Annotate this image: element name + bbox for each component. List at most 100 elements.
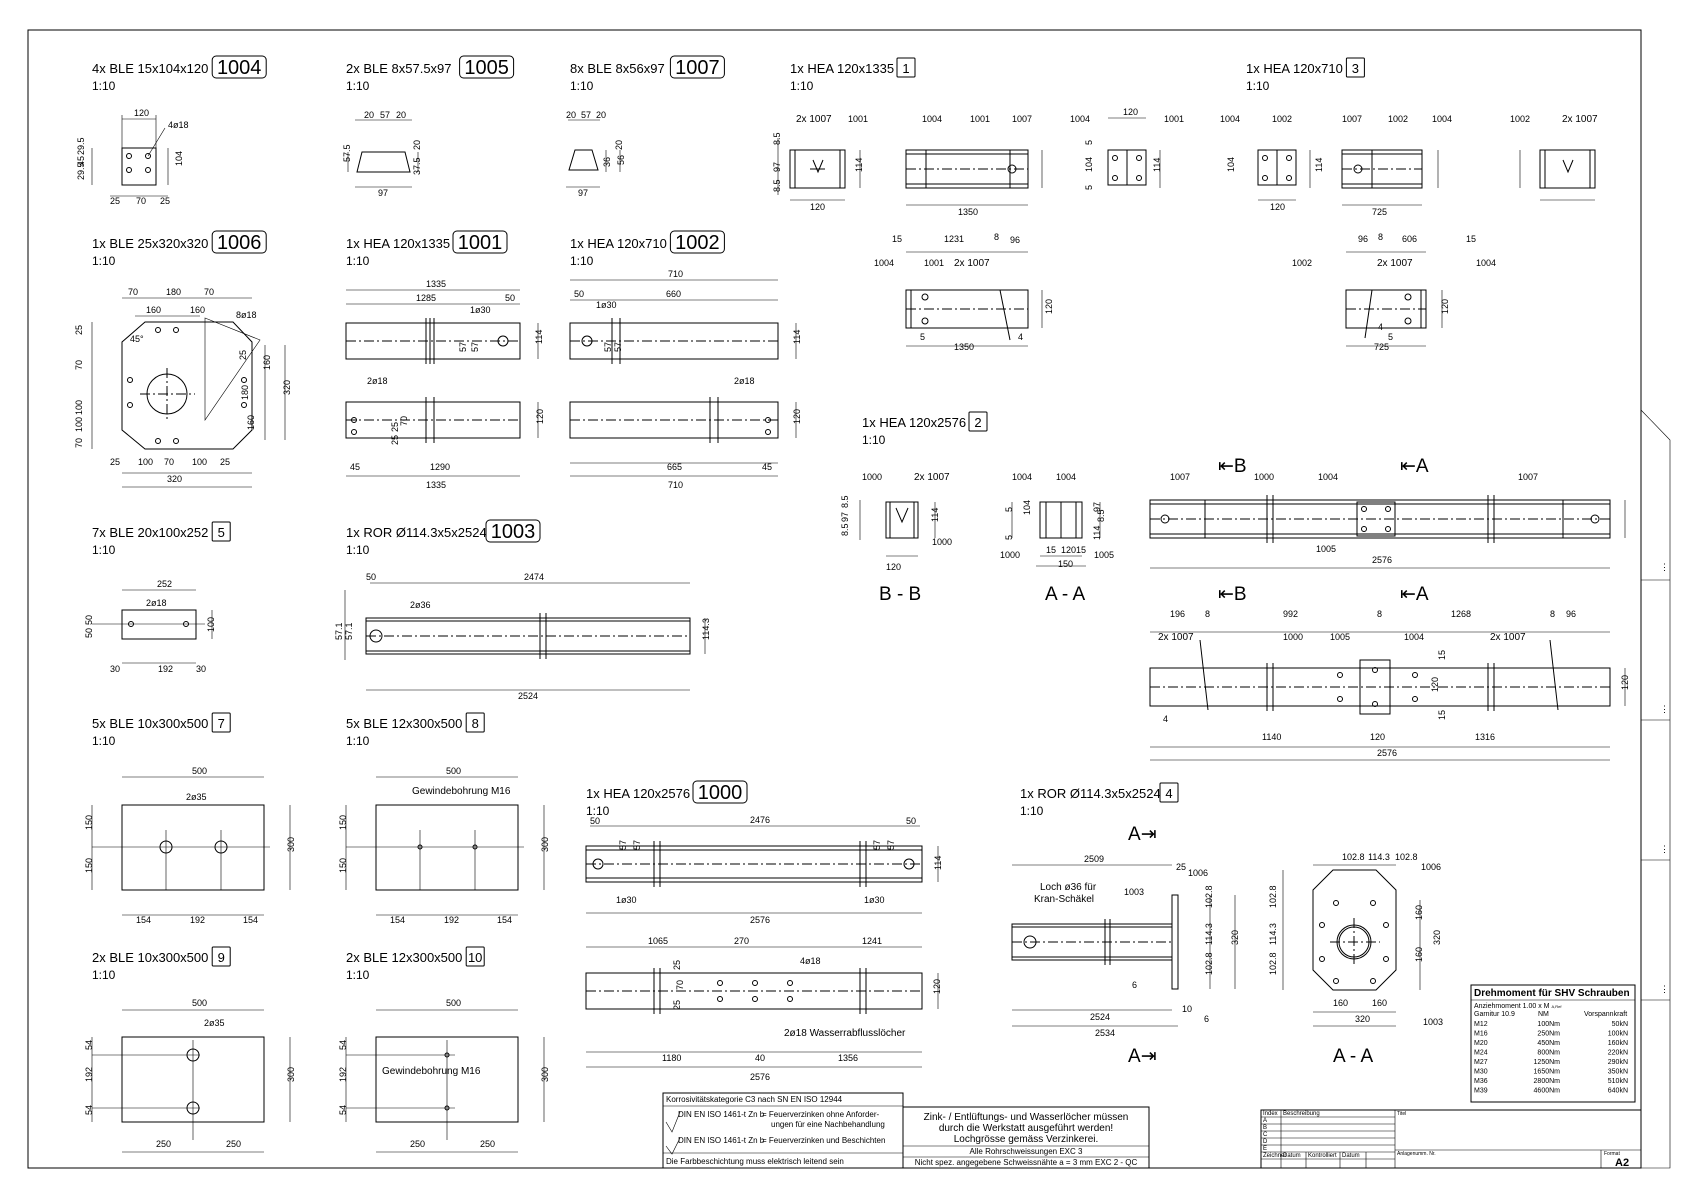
dim-label: Loch ø36 für — [1040, 882, 1097, 893]
torque-size: M20 — [1474, 1040, 1488, 1047]
part-scale: 1:10 — [346, 254, 370, 268]
dim-label: 8ø18 — [236, 310, 257, 320]
dim-label: 725 — [1374, 342, 1389, 352]
part-scale: 1:10 — [346, 734, 370, 748]
dim-label: 45 — [762, 462, 772, 472]
dim-label: 300 — [540, 1067, 550, 1082]
dim-label: 160 — [246, 415, 256, 430]
dim-label: 1004 — [1432, 114, 1452, 124]
dim-label: 2534 — [1095, 1028, 1115, 1038]
torque-size: M27 — [1474, 1059, 1488, 1066]
dim-label: 1231 — [944, 234, 964, 244]
part-scale: 1:10 — [346, 79, 370, 93]
part-quantity: 1x HEA 120x710 — [1246, 61, 1343, 76]
rev-row-letter: E — [1263, 1146, 1267, 1152]
part-number: 9 — [218, 950, 225, 965]
dim-label: 114.3 — [701, 618, 711, 640]
dim-label: 192 — [444, 915, 459, 925]
dim-label: 2ø36 — [410, 600, 431, 610]
part-number-box — [669, 230, 725, 254]
rev-row-letter: A — [1263, 1118, 1267, 1124]
section-label-aa: A - A — [1045, 584, 1085, 605]
dim-label: 1001 — [848, 114, 868, 124]
dim-label: 57 — [581, 110, 591, 120]
part-number: 1007 — [675, 57, 720, 79]
view-2-section-aa — [1011, 501, 1101, 567]
corrosion-title: Korrosivitätskategorie C3 nach SN EN ISO… — [666, 1095, 843, 1104]
part-number: 8 — [472, 716, 479, 731]
part-number: 4 — [1165, 786, 1172, 801]
part-quantity: 5x BLE 12x300x500 — [346, 716, 462, 731]
view-2-side — [1149, 495, 1626, 569]
dim-label: 120 — [932, 979, 942, 994]
dim-label: 25 — [672, 960, 682, 970]
zink-note-3: Lochgrösse gemäss Verzinkerei. — [954, 1134, 1099, 1145]
zink-note-1: Zink- / Entlüftungs- und Wasserlöcher mü… — [924, 1112, 1129, 1123]
dim-label: 2524 — [1090, 1012, 1110, 1022]
dim-label: 192 — [190, 915, 205, 925]
section-mark-a-4: A⇥ — [1128, 1046, 1157, 1067]
part-number: 1003 — [491, 521, 536, 543]
dim-label: 25 — [160, 196, 170, 206]
part-quantity: 4x BLE 15x104x120 — [92, 61, 208, 76]
dim-label: 1ø30 — [596, 300, 617, 310]
rev-row-letter: C — [1263, 1132, 1268, 1138]
dim-label: 100 — [206, 617, 216, 632]
dim-label: 20 — [596, 110, 606, 120]
dim-label: 29.5 — [76, 162, 86, 180]
dim-label: 1000 — [1254, 472, 1274, 482]
part-number-box — [485, 519, 541, 543]
dim-label: 120 — [1440, 299, 1450, 314]
part-number-box — [1159, 782, 1179, 803]
dim-label: 2ø18 — [146, 598, 167, 608]
dim-label: 57.1 — [344, 622, 354, 640]
dim-label: 25 — [238, 350, 248, 360]
torque-size: M16 — [1474, 1031, 1488, 1038]
view-3-end — [1257, 149, 1311, 201]
dim-label: 97 — [772, 162, 782, 172]
rev-index-header: Index — [1263, 1111, 1278, 1117]
dim-label: 1005 — [1330, 632, 1350, 642]
dim-label: 25 — [74, 325, 84, 335]
torque-size: M12 — [1474, 1021, 1488, 1028]
dim-label: 57.5 — [342, 144, 352, 162]
torque-sub1: Anziehmoment 1.00 x M A,Ref — [1474, 1003, 1562, 1010]
dim-label: 30 — [110, 664, 120, 674]
dim-label: 57 — [458, 342, 468, 352]
dim-label: 1004 — [1070, 114, 1090, 124]
dim-label: 154 — [497, 915, 512, 925]
dim-label: Kran-Schäkel — [1034, 894, 1094, 905]
dim-label: 5 — [1004, 535, 1014, 540]
dim-label: 1241 — [862, 936, 882, 946]
dim-label: 25 — [220, 457, 230, 467]
dim-label: 150 — [1058, 559, 1073, 569]
notes-block: Korrosivitätskategorie C3 nach SN EN ISO… — [662, 1092, 1150, 1169]
part-number-box — [211, 55, 267, 79]
dim-label: 180 — [240, 385, 250, 400]
dim-label: 104 — [1022, 500, 1032, 515]
dim-label: 320 — [1432, 930, 1442, 945]
dim-label: Gewindebohrung M16 — [382, 1066, 481, 1077]
dim-label: 54 — [338, 1105, 348, 1115]
view-7 — [91, 776, 291, 916]
dim-label: 150 — [84, 858, 94, 873]
part-number: 1002 — [675, 232, 720, 254]
dim-label: 1002 — [1272, 114, 1292, 124]
view-8 — [345, 776, 545, 916]
part-number: 2 — [974, 415, 981, 430]
dim-label: 45 — [350, 462, 360, 472]
dim-label: 1350 — [954, 342, 974, 352]
dim-label: 250 — [480, 1139, 495, 1149]
dim-label: 1ø30 — [470, 305, 491, 315]
torque-size: M36 — [1474, 1078, 1488, 1085]
dim-label: 57 — [380, 110, 390, 120]
view-5 — [92, 589, 213, 664]
part-number-box — [211, 946, 231, 967]
svg-text:⋮: ⋮ — [1660, 844, 1669, 854]
check-icon-2 — [665, 1137, 681, 1155]
dim-label: 1285 — [416, 293, 436, 303]
